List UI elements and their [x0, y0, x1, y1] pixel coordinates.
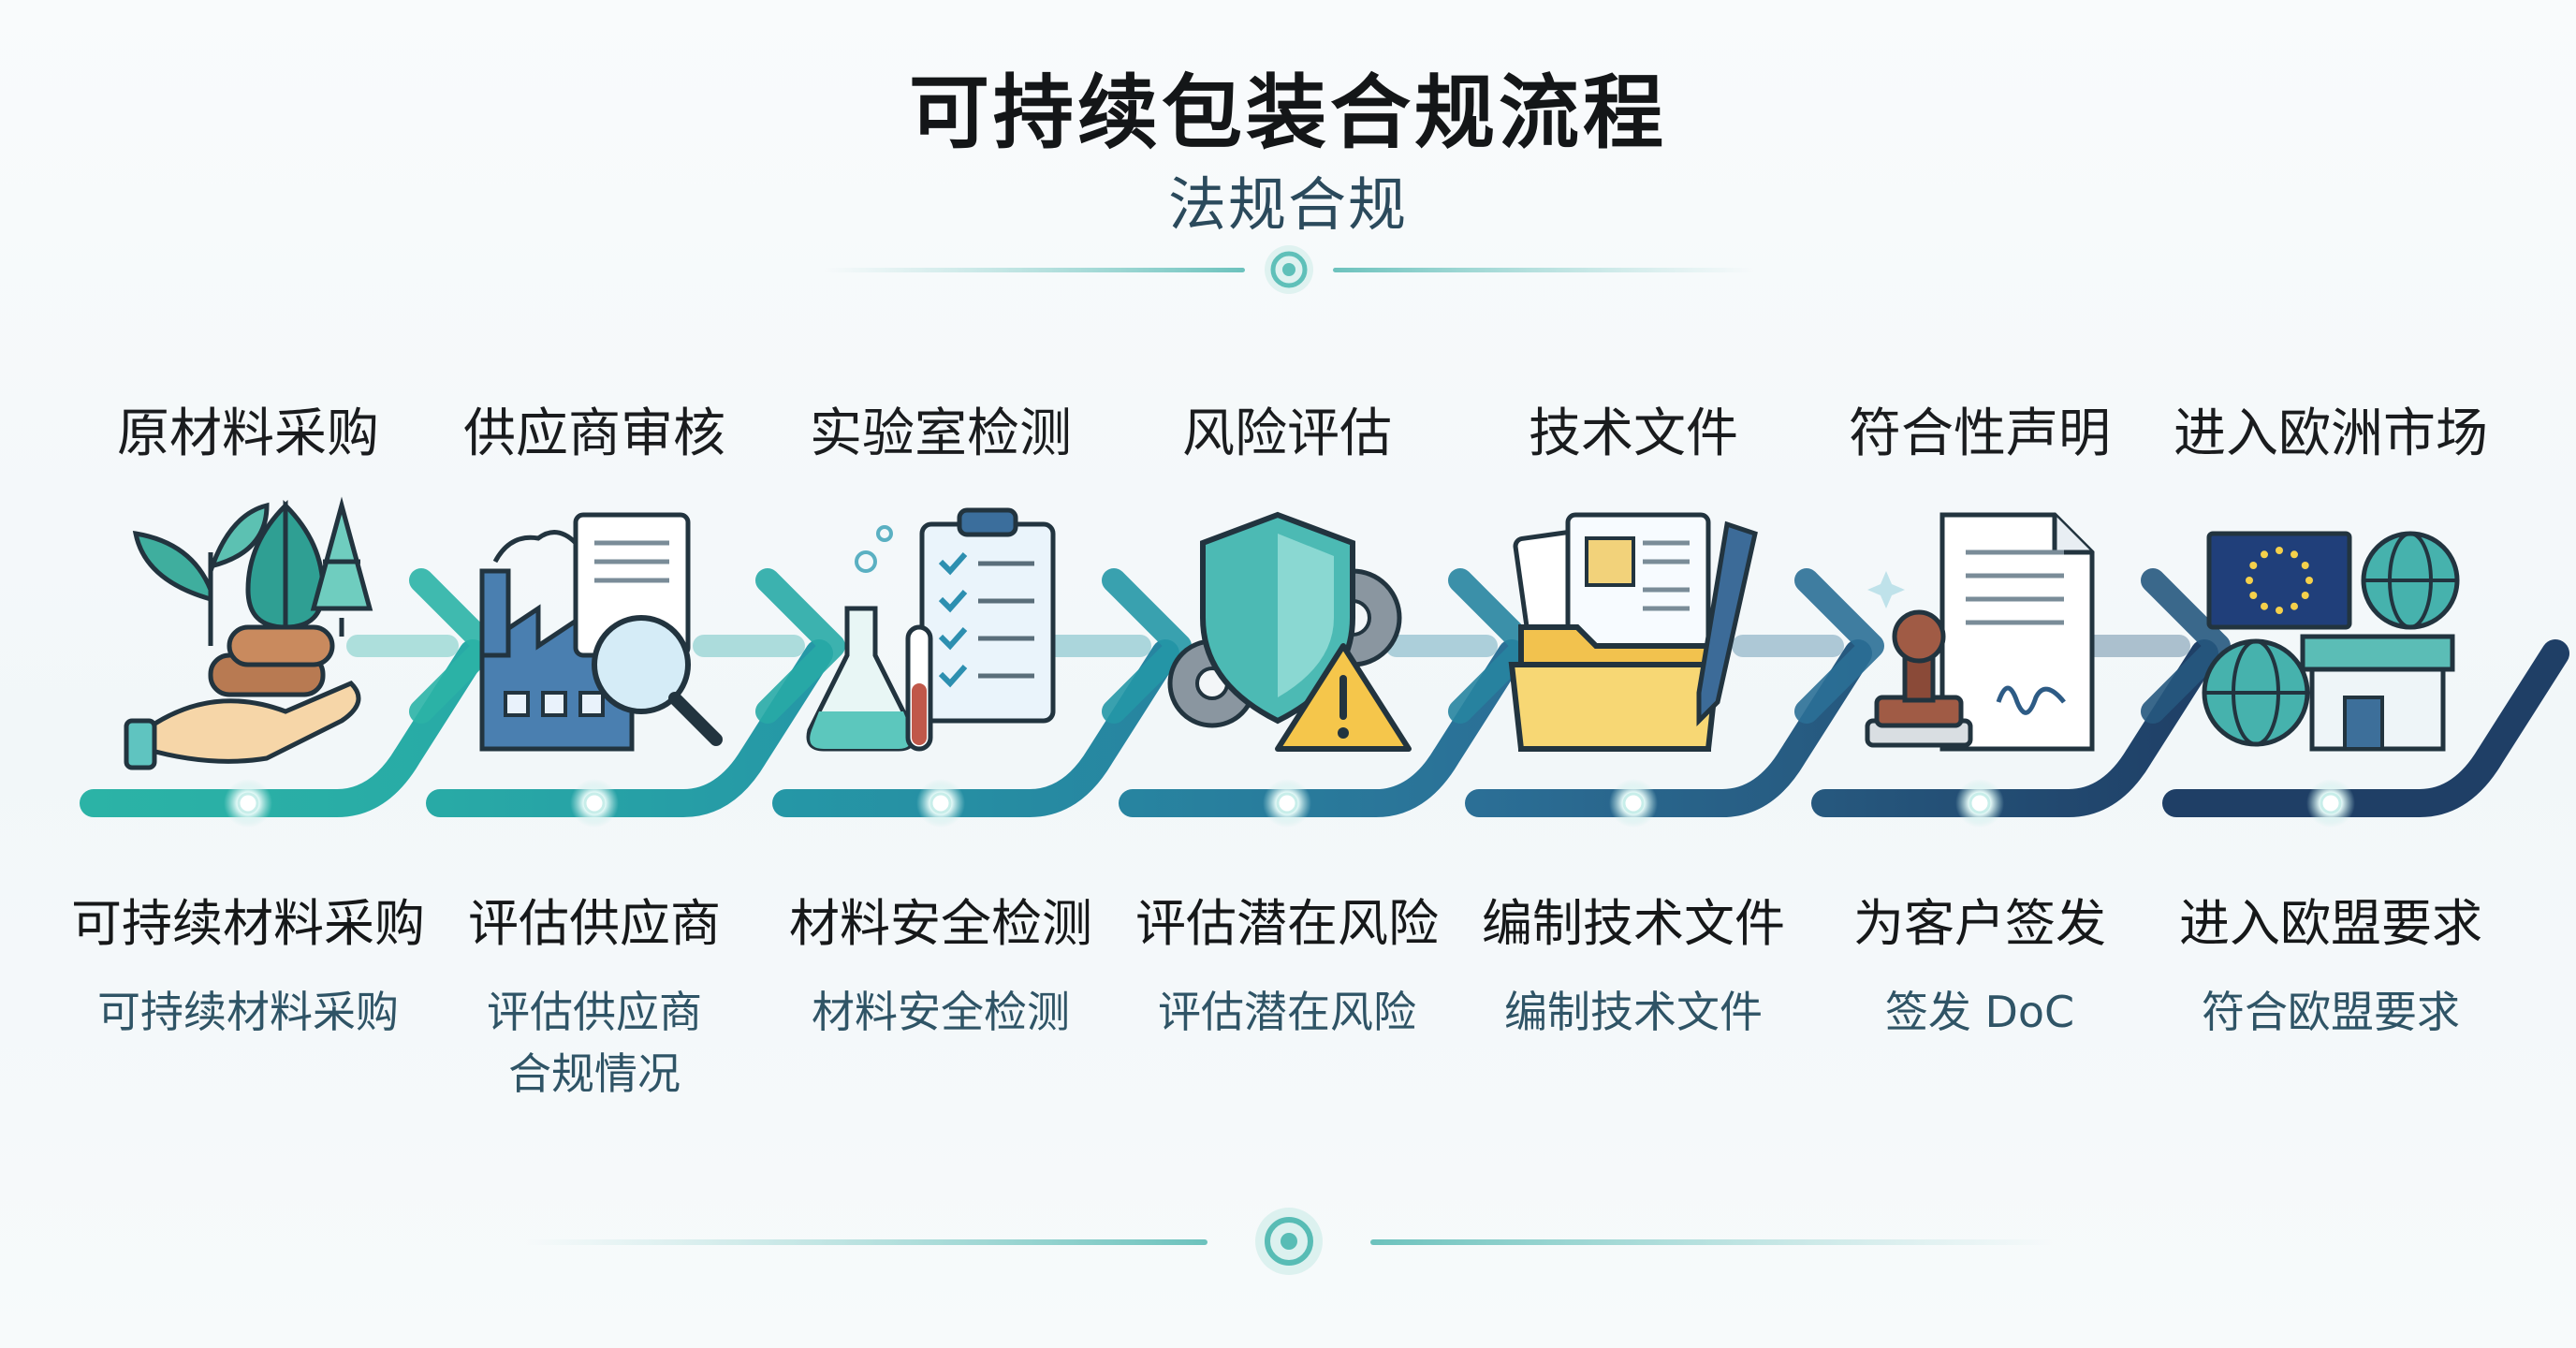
step-description: 签发 DoC: [1802, 981, 2158, 1043]
step-arrow-chevron: [2141, 568, 2231, 724]
flow-segment: [772, 568, 1192, 828]
step-label: 实验室检测: [810, 403, 1072, 464]
step-title: 材料安全检测: [789, 894, 1092, 953]
step-arrow-chevron: [755, 568, 845, 724]
step-description: 评估潜在风险: [1109, 981, 1465, 1043]
flow-segment: [80, 568, 499, 828]
flow-segment: [1465, 568, 1884, 828]
step-title: 可持续材料采购: [71, 894, 425, 953]
stamp-declaration-icon: [1865, 512, 2095, 752]
step-label: 供应商审核: [463, 403, 725, 464]
step-label: 技术文件: [1529, 403, 1738, 464]
flask-checklist-icon: [806, 507, 1056, 752]
factory-magnifier-icon: [479, 512, 723, 752]
flow-segment: [426, 568, 845, 828]
step-description-line: 评估供应商: [487, 987, 702, 1037]
step-description-line: 合规情况: [508, 1048, 681, 1099]
step-label: 原材料采购: [117, 403, 379, 464]
step-arrow-chevron: [1794, 568, 1884, 724]
step-label: 风险评估: [1182, 403, 1392, 464]
step-title: 为客户签发: [1853, 894, 2106, 953]
step-description-line: 评估潜在风险: [1158, 987, 1416, 1037]
eu-flag-globe-shop-icon: [2202, 531, 2460, 752]
step-description-line: 可持续材料采购: [97, 987, 399, 1037]
step-description-line: 符合欧盟要求: [2202, 987, 2460, 1037]
flow-segment: [1811, 568, 2231, 828]
folder-documents-icon: [1508, 512, 1758, 752]
page-title: 可持续包装合规流程: [909, 66, 1667, 160]
step-description: 可持续材料采购: [70, 981, 426, 1043]
step-arrow-chevron: [1102, 568, 1192, 724]
shield-warning-icon: [1167, 511, 1412, 752]
sprouts-hands-icon: [124, 496, 373, 770]
step-description: 编制技术文件: [1456, 981, 1811, 1043]
step-title: 评估潜在风险: [1135, 894, 1439, 953]
step-title: 进入欧盟要求: [2179, 894, 2482, 953]
flow-segment: [2162, 639, 2569, 828]
step-description-line: 签发 DoC: [1884, 987, 2075, 1037]
step-title: 评估供应商: [468, 894, 721, 953]
step-description: 评估供应商合规情况: [417, 981, 772, 1105]
step-description-line: 编制技术文件: [1504, 987, 1763, 1037]
step-label: 符合性声明: [1849, 403, 2111, 464]
step-description: 符合欧盟要求: [2153, 981, 2509, 1043]
step-description-line: 材料安全检测: [812, 987, 1070, 1037]
page-subtitle: 法规合规: [1167, 170, 1408, 239]
step-description: 材料安全检测: [763, 981, 1119, 1043]
step-label: 进入欧洲市场: [2174, 403, 2488, 464]
step-title: 编制技术文件: [1482, 894, 1785, 953]
